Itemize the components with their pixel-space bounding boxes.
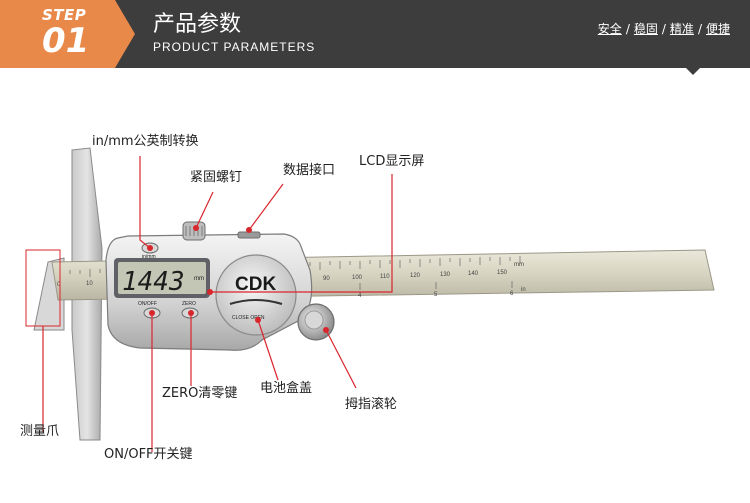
step-number: 01: [42, 21, 90, 61]
callout-thumb-wheel: 拇指滚轮: [345, 397, 398, 412]
tagline-separator: /: [625, 22, 630, 36]
feature-tagline: 安全/稳固/精准/便捷: [598, 20, 730, 37]
lcd-screen: [118, 262, 206, 294]
callout-battery-cover: 电池盒盖: [260, 381, 313, 396]
ruler-mm-tick-label: 120: [410, 273, 421, 279]
callout-zero: ZERO清零键: [162, 386, 238, 401]
callout-lines: [42, 156, 393, 452]
ruler-mm-tick-label: 130: [440, 272, 451, 278]
callout-jaw: 测量爪: [20, 424, 60, 439]
callout-dots: [147, 225, 329, 333]
ruler-mm-tick-label: 90: [323, 276, 330, 282]
ruler-in-unit-label: in: [521, 287, 526, 293]
callout-on-off: ON/OFF开关键: [104, 447, 193, 462]
ruler-in-tick-label: 4: [358, 293, 362, 299]
ruler-mm-tick-label: 140: [468, 271, 479, 277]
ruler-mm-tick-label: 110: [380, 274, 390, 280]
ruler-mm-unit-label: mm: [514, 262, 524, 268]
ruler-mm-tick-label: 150: [497, 270, 508, 276]
tagline-item: 安全: [597, 22, 622, 36]
step-badge-shape: [0, 0, 135, 68]
tagline-item: 便捷: [705, 22, 730, 36]
brand-logo: CDK: [235, 274, 276, 295]
callout-unit-switch: in/mm公英制转换: [92, 134, 199, 149]
on-off-button-label: ON/OFF: [138, 301, 157, 307]
callout-lock-screw: 紧固螺钉: [190, 170, 243, 185]
unit-switch-button-label: in/mm: [142, 254, 156, 260]
tagline-separator: /: [697, 22, 702, 36]
caliper-illustration: 0 10 90 100 110 120 130 140 150 mm 4 5 6…: [25, 147, 715, 452]
page-subtitle: PRODUCT PARAMETERS: [153, 40, 316, 54]
ruler-in-tick-label: 6: [510, 291, 514, 297]
ruler-mm-tick-label: 100: [352, 275, 363, 281]
page-title: 产品参数: [153, 12, 242, 37]
tagline-item: 稳固: [633, 22, 658, 36]
ruler-in-tick-label: 5: [434, 292, 438, 298]
lcd-reading: 1443: [122, 267, 185, 297]
zero-button-label: ZERO: [182, 301, 196, 307]
ruler-mm-tick-label: 10: [86, 281, 93, 287]
header-bar: STEP 01 产品参数 PRODUCT PARAMETERS 安全/稳固/精准…: [0, 0, 750, 68]
thumb-wheel-hub: [304, 310, 324, 330]
callout-lcd: LCD显示屏: [359, 154, 425, 169]
tagline-item: 精准: [669, 22, 694, 36]
tagline-separator: /: [661, 22, 666, 36]
header-notch: [686, 68, 700, 75]
step-label: STEP: [42, 6, 87, 24]
battery-cover-label: CLOSE OPEN: [232, 315, 265, 321]
battery-cover[interactable]: [215, 254, 297, 336]
ruler-start-tick-label: 0: [57, 282, 61, 288]
lcd-unit: mm: [194, 276, 204, 282]
step-badge: [0, 0, 135, 68]
ruler-scale-ticks: [59, 256, 521, 290]
callout-data-port: 数据接口: [283, 163, 336, 178]
cover-arrow: [229, 299, 283, 305]
